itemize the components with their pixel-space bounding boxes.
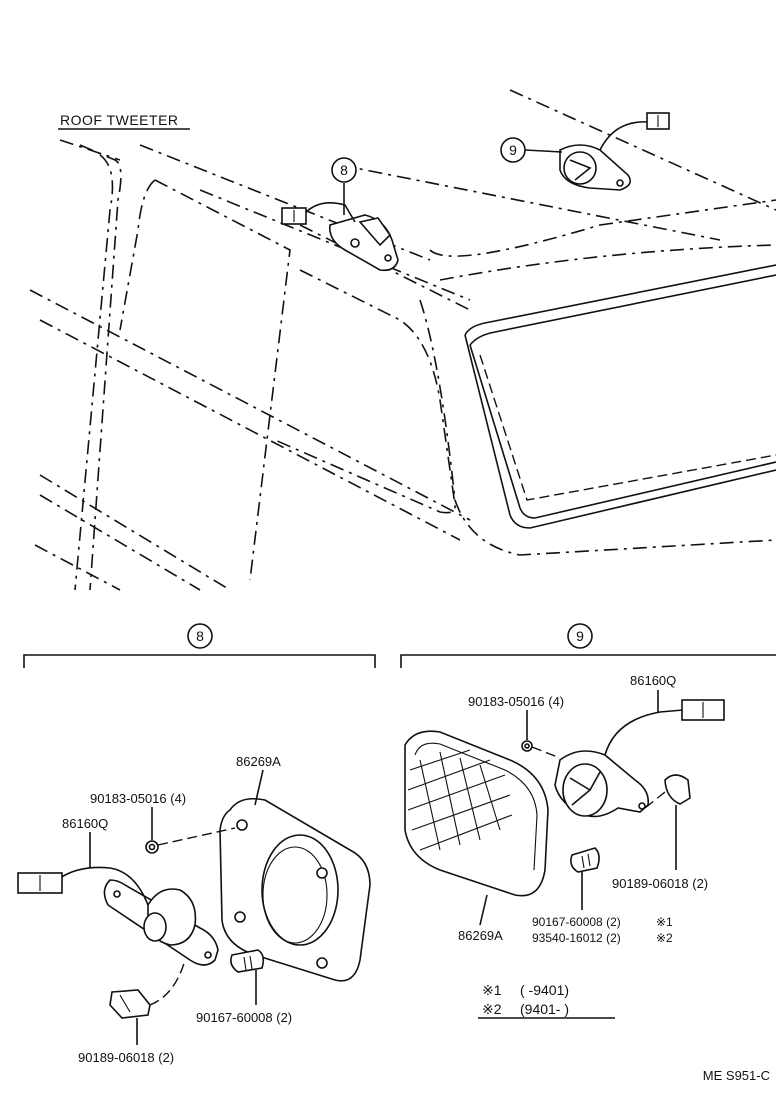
roof-line <box>509 89 776 211</box>
rear-window-frame <box>464 334 776 529</box>
rear-window-frame <box>469 274 776 346</box>
callout-9: 9 <box>509 142 517 158</box>
part-90167-60008-9: 90167-60008 (2) <box>532 915 621 929</box>
section-9-bracket <box>400 654 776 668</box>
window-frame <box>274 269 456 514</box>
section-9-label: 9 <box>576 628 584 644</box>
leader-grille <box>479 894 488 926</box>
clip-icon <box>109 989 151 1019</box>
roof-edge-line <box>39 319 461 541</box>
rear-window-frame <box>464 264 776 336</box>
bolt-hole-icon <box>616 179 624 187</box>
assembly-line <box>644 791 666 809</box>
roof-line <box>339 164 721 241</box>
speaker-cone <box>562 763 608 817</box>
stud-icon <box>236 819 248 831</box>
figure-code: ME S951-C <box>703 1068 770 1083</box>
tweeter-body <box>358 217 392 247</box>
callout-leader <box>524 149 563 153</box>
part-90183-05016-9: 90183-05016 (4) <box>468 694 564 709</box>
speaker-cone <box>143 912 167 942</box>
pillar-line <box>79 144 122 591</box>
leader-gasket <box>254 769 264 806</box>
section-8-bracket <box>23 654 376 668</box>
clip-icon <box>664 774 691 805</box>
part-86269A-8: 86269A <box>236 754 281 769</box>
window-frame <box>119 179 156 331</box>
rear-window-frame <box>469 344 776 519</box>
rear-hatch-line <box>419 299 776 556</box>
section-9-exploded: 9 86269A 90183-05016 (4) 86160Q 90189-06… <box>400 623 776 1019</box>
tweeter-9-location: 9 <box>500 112 670 191</box>
note-mark-1: ※1 <box>656 915 673 929</box>
section-8-label: 8 <box>196 628 204 644</box>
screw-icon <box>230 949 265 973</box>
bolt-hole-icon <box>638 802 646 810</box>
note-mark-2: ※2 <box>656 931 673 945</box>
note-1-range: ( -9401) <box>520 982 569 998</box>
roof-edge-line <box>39 494 201 591</box>
part-86160Q-8: 86160Q <box>62 816 108 831</box>
part-86269A-9: 86269A <box>458 928 503 943</box>
bolt-hole-icon <box>204 951 212 959</box>
note-1-mark: ※1 <box>482 982 502 998</box>
rear-window-inner <box>479 354 776 501</box>
tweeter-wire <box>304 202 356 223</box>
callout-circle-9 <box>500 137 526 163</box>
diagram-title: ROOF TWEETER <box>60 112 179 128</box>
callout-8: 8 <box>340 162 348 178</box>
speaker-wire <box>59 866 149 906</box>
speaker-wire <box>604 709 684 756</box>
stud-icon <box>316 957 328 969</box>
part-86160Q-9: 86160Q <box>630 673 676 688</box>
tweeter-8-location: 8 <box>281 157 399 272</box>
screw-icon <box>570 847 600 873</box>
roof-edge-line <box>34 544 121 591</box>
pillar-line <box>74 154 114 591</box>
roof-edge-line <box>29 289 471 521</box>
part-90189-06018-9: 90189-06018 (2) <box>612 876 708 891</box>
section-8-exploded: 8 86269A 90183-05016 (4) 86160Q <box>17 623 376 1065</box>
bolt-hole-icon <box>113 890 121 898</box>
assembly-line <box>531 746 561 759</box>
part-93540-16012-9: 93540-16012 (2) <box>532 931 621 945</box>
roof-line <box>429 199 776 257</box>
tweeter-grille <box>404 730 549 897</box>
roof-line <box>439 244 776 281</box>
part-90183-05016-8: 90183-05016 (4) <box>90 791 186 806</box>
roof-edge-line <box>139 144 431 261</box>
vehicle-roof-view: ROOF TWEETER <box>29 89 776 591</box>
stud-icon <box>234 911 246 923</box>
section-9-badge <box>567 623 593 649</box>
roof-edge-line <box>39 474 231 591</box>
window-frame <box>154 179 291 581</box>
callout-circle-8 <box>331 157 357 183</box>
bolt-hole-icon <box>384 254 392 262</box>
stud-icon <box>316 867 328 879</box>
roof-line <box>199 189 471 301</box>
bolt-hole-icon <box>350 238 360 248</box>
note-2-range: (9401- ) <box>520 1001 569 1017</box>
applicability-notes: ※1 ( -9401) ※2 (9401- ) <box>478 982 615 1019</box>
grille-mesh <box>407 749 513 851</box>
part-90167-60008-8: 90167-60008 (2) <box>196 1010 292 1025</box>
note-2-mark: ※2 <box>482 1001 502 1017</box>
assembly-line <box>157 827 236 846</box>
assembly-line <box>149 959 186 1006</box>
section-8-badge <box>187 623 213 649</box>
tweeter-wire <box>599 121 649 151</box>
part-90189-06018-8: 90189-06018 (2) <box>78 1050 174 1065</box>
